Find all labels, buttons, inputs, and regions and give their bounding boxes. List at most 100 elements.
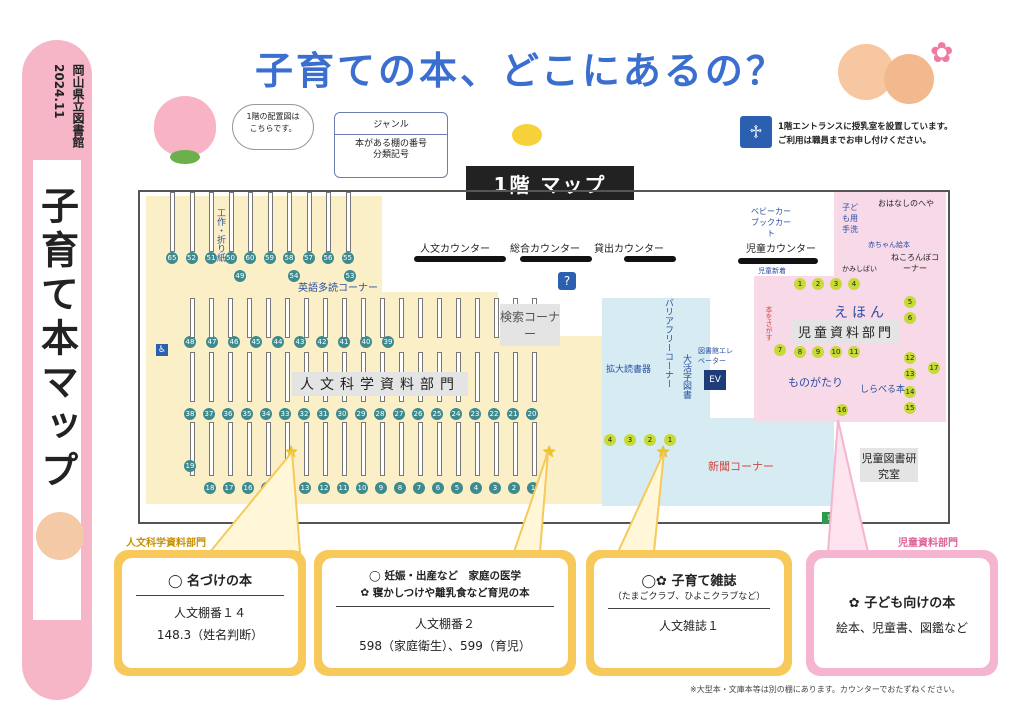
newspaper-label: 新聞コーナー — [708, 460, 774, 473]
shelf-number: 8 — [394, 482, 406, 494]
shelf-number: 15 — [261, 482, 273, 494]
library-name: 岡山県立図書館 — [71, 64, 85, 148]
shelf-number: 28 — [374, 408, 386, 420]
shelf-number: 32 — [298, 408, 310, 420]
shelf-number: 17 — [223, 482, 235, 494]
wheelchair-icon: ♿ — [156, 344, 168, 356]
star-marker-magazine-1: ★ — [656, 442, 671, 461]
kamishibai-label: かみしばい — [842, 265, 877, 273]
shelf-number: 22 — [488, 408, 500, 420]
shelf-number: 57 — [302, 252, 315, 264]
nursing-room-icon: ♱ — [740, 116, 772, 148]
shelf — [345, 192, 351, 252]
shelf — [190, 422, 195, 476]
shelf-number: 41 — [338, 336, 350, 348]
issue-date: 2024.11 — [52, 64, 66, 119]
card-1-shelf: 人文棚番１４ — [173, 606, 246, 620]
nursing-room-note: 1階エントランスに授乳室を設置しています。 ご利用は職員までお申し付けください。 — [778, 120, 953, 148]
shelf-number: 59 — [263, 252, 276, 264]
kids-shelf-number: 1 — [794, 278, 806, 290]
shelf-number: 48 — [184, 336, 196, 348]
shelf-number: 21 — [507, 408, 519, 420]
card-childrens-books: ✿ 子ども向けの本 絵本、児童書、図鑑など — [806, 550, 998, 676]
egg-chick-icon: ◯✿ — [641, 574, 672, 589]
shelf — [266, 422, 271, 476]
chick-icon: ✿ — [360, 587, 373, 599]
kids-shelf-number: 15 — [904, 402, 916, 414]
shelf — [323, 298, 328, 338]
kids-wash-label: 子ども用手洗 — [842, 203, 858, 234]
children-zone — [834, 192, 946, 278]
shelf — [361, 422, 366, 476]
magnifier-label: 拡大読書器 — [606, 365, 652, 375]
shelf-number: 50 — [224, 252, 237, 264]
shelf-number: 4 — [470, 482, 482, 494]
elevator-icon: EV — [704, 370, 726, 390]
shelf-number: 13 — [299, 482, 311, 494]
shelf — [532, 352, 537, 402]
shelf-number: 52 — [185, 252, 198, 264]
shelf-number: 44 — [272, 336, 284, 348]
card-parenting-magazines: ◯✿ 子育て雑誌 （たまごクラブ、ひよこクラブなど） 人文雑誌１ — [586, 550, 792, 676]
shelf-number: 55 — [341, 252, 354, 264]
shelf — [513, 352, 518, 402]
nursing-line-1: 1階エントランスに授乳室を設置しています。 — [778, 122, 953, 132]
shelf-number: 29 — [355, 408, 367, 420]
shelf — [456, 298, 461, 338]
shelf-number: 24 — [450, 408, 462, 420]
shelf — [190, 352, 195, 402]
shelf — [228, 298, 233, 338]
stroller-label: ベビーカー ブックカート — [751, 207, 791, 238]
shelf — [209, 422, 214, 476]
card-1-class: 148.3（姓名判断） — [156, 628, 264, 642]
shelf-number: 56 — [322, 252, 334, 264]
humanities-counter-label: 人文カウンター — [420, 244, 490, 255]
bubble-line-1: 1階の配置図は — [246, 112, 300, 121]
kids-shelf-number: 6 — [904, 312, 916, 324]
babies-illustration — [838, 40, 950, 106]
humanities-section-label: 人文科学資料部門 — [126, 538, 206, 549]
shelf-number: 37 — [203, 408, 215, 420]
shelf-number: 16 — [242, 482, 254, 494]
english-corner-label: 英語多読コーナー — [298, 283, 378, 294]
shelf-number: 26 — [412, 408, 424, 420]
shelf — [342, 422, 347, 476]
shelf — [494, 298, 499, 338]
shelf — [285, 352, 290, 402]
shelf-number: 34 — [260, 408, 272, 420]
kids-shelf-number: 17 — [928, 362, 940, 374]
shelf-number: 54 — [288, 270, 300, 282]
exit-icon: ⇧ — [822, 512, 836, 524]
craft-label: 工作・折り紙 — [215, 208, 225, 262]
kids-shelf-number: 9 — [812, 346, 824, 358]
shelf-number: 18 — [204, 482, 216, 494]
children-dept-label: 児童資料部門 — [792, 320, 901, 343]
card-3-title: 子育て雑誌 — [671, 574, 737, 589]
shelf-number: 46 — [228, 336, 240, 348]
shelf — [287, 192, 292, 252]
card-1-title: 名づけの本 — [187, 574, 253, 589]
children-section-label: 児童資料部門 — [898, 538, 958, 549]
large-print-label: 大活字図書 — [681, 354, 691, 399]
footnote: ※大型本・文庫本等は別の棚にあります。カウンターでおたずねください。 — [690, 685, 960, 694]
shelf — [437, 298, 442, 338]
kids-shelf-number: 3 — [830, 278, 842, 290]
egg-icon: ◯ — [167, 574, 188, 589]
star-marker-shelf-2: ★ — [542, 442, 557, 461]
card-naming-books: ◯ 名づけの本 人文棚番１４ 148.3（姓名判断） — [114, 550, 306, 676]
shelf-number: 19 — [184, 460, 196, 472]
shelf — [247, 298, 252, 338]
shelf — [190, 298, 195, 338]
kids-shelf-number: 10 — [830, 346, 842, 358]
shelf-number: 51 — [205, 252, 217, 264]
children-counter-label: 児童カウンター — [746, 244, 816, 255]
shelf-number: 14 — [280, 482, 292, 494]
find-book-label: 本をさがす — [765, 306, 773, 341]
shelf — [456, 422, 461, 476]
card-4-line: 絵本、児童書、図鑑など — [835, 621, 968, 635]
general-counter-label: 総合カウンター — [510, 244, 580, 255]
shelf-number: 11 — [337, 482, 349, 494]
help-icon: ? — [558, 272, 576, 290]
shelf — [306, 192, 312, 252]
